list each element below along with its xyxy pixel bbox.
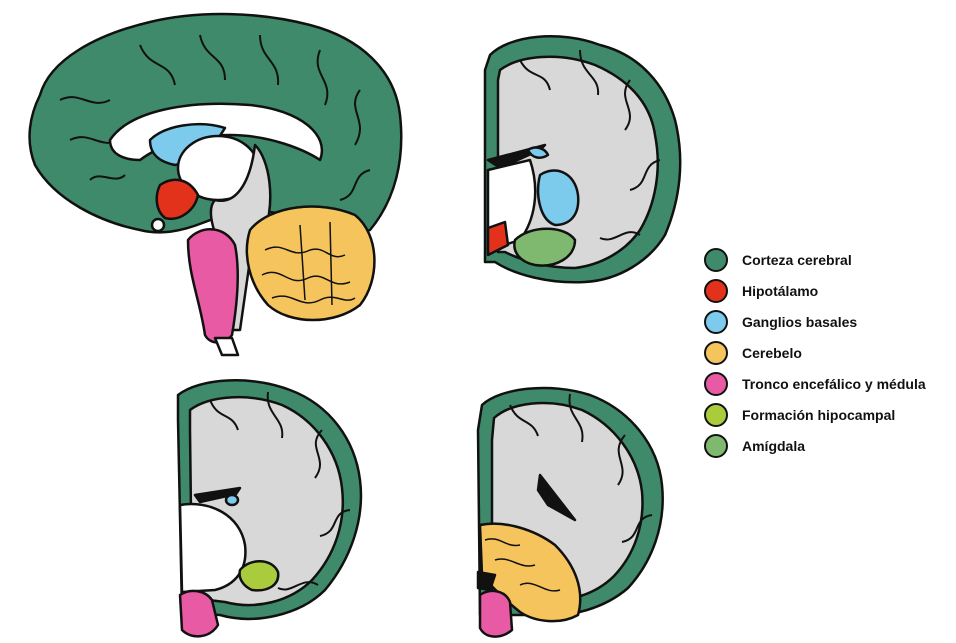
legend-swatch (704, 434, 728, 458)
legend-swatch (704, 310, 728, 334)
legend-label: Hipotálamo (742, 283, 818, 299)
legend-label: Formación hipocampal (742, 407, 895, 423)
coronal2-basal-ganglia (226, 495, 238, 505)
legend-label: Cerebelo (742, 345, 802, 361)
legend-item-hipocampal: Formación hipocampal (704, 399, 926, 430)
legend: Corteza cerebral Hipotálamo Ganglios bas… (704, 244, 926, 461)
legend-label: Corteza cerebral (742, 252, 852, 268)
coronal2-hippocampus (240, 561, 279, 590)
legend-label: Ganglios basales (742, 314, 857, 330)
legend-item-corteza: Corteza cerebral (704, 244, 926, 275)
coronal-view-middle (178, 380, 361, 636)
coronal1-basal-ganglia (538, 171, 578, 225)
coronal3-brainstem (480, 591, 512, 637)
legend-label: Amígdala (742, 438, 805, 454)
legend-item-hipotalamo: Hipotálamo (704, 275, 926, 306)
legend-item-amigdala: Amígdala (704, 430, 926, 461)
spinal-cord (215, 338, 238, 355)
legend-swatch (704, 248, 728, 272)
legend-swatch (704, 279, 728, 303)
coronal-view-posterior (478, 388, 663, 637)
legend-label: Tronco encefálico y médula (742, 376, 926, 392)
legend-item-tronco: Tronco encefálico y médula (704, 368, 926, 399)
optic-chiasm (152, 219, 164, 231)
legend-swatch (704, 341, 728, 365)
sagittal-brainstem (188, 229, 238, 342)
legend-item-ganglios: Ganglios basales (704, 306, 926, 337)
legend-swatch (704, 403, 728, 427)
legend-swatch (704, 372, 728, 396)
legend-item-cerebelo: Cerebelo (704, 337, 926, 368)
sagittal-brain-view (30, 14, 402, 355)
coronal-view-anterior (485, 36, 680, 282)
